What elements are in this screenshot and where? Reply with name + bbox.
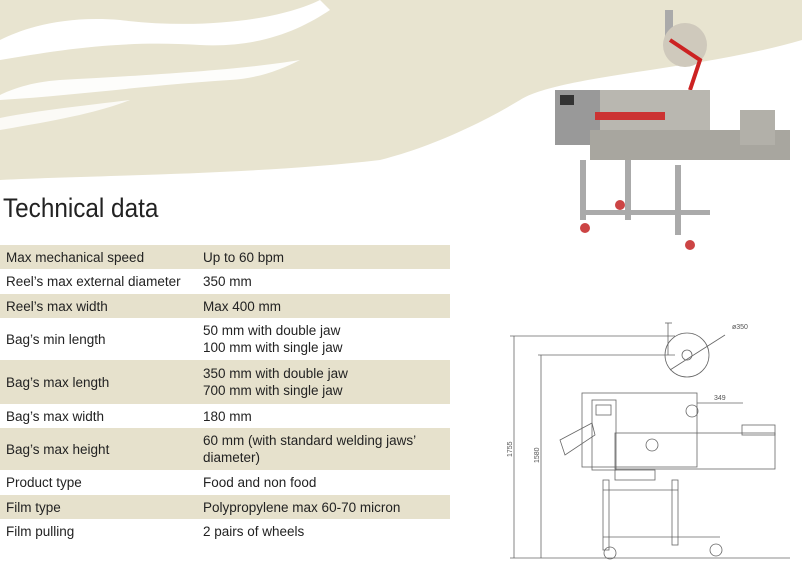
spec-label: Film type — [0, 495, 203, 519]
table-row: Bag’s max width 180 mm — [0, 404, 450, 428]
spec-value-line: 50 mm with double jaw — [203, 323, 341, 338]
spec-value-line: Food and non food — [203, 475, 317, 490]
spec-value: 350 mm with double jaw 700 mm with single… — [203, 360, 450, 404]
spec-value: 2 pairs of wheels — [203, 519, 450, 544]
machine-photo — [555, 10, 790, 250]
spec-label: Bag’s max height — [0, 428, 203, 470]
spec-value: 60 mm (with standard welding jaws’ diamet… — [203, 428, 450, 470]
spec-value: Up to 60 bpm — [203, 245, 450, 269]
spec-label: Bag’s max width — [6, 408, 105, 424]
background-swoosh — [0, 0, 802, 180]
table-row: Product type Food and non food — [0, 470, 450, 495]
spec-value-line: Max 400 mm — [203, 298, 282, 314]
spec-value-line: Up to 60 bpm — [203, 249, 285, 265]
spec-value: 180 mm — [203, 404, 450, 428]
page-title: Technical data — [3, 193, 159, 223]
spec-value: 350 mm — [203, 269, 450, 294]
table-row: Film pulling 2 pairs of wheels — [0, 519, 450, 544]
dim-total-height: 1755 — [507, 441, 514, 457]
spec-value-line: 350 mm with double jaw — [203, 366, 348, 381]
technical-drawing: ø350 349 1755 1580 — [507, 322, 790, 560]
spec-value: 50 mm with double jaw 100 mm with single … — [203, 318, 450, 360]
spec-value-line: 180 mm — [203, 408, 252, 424]
spec-label: Max mechanical speed — [0, 245, 203, 269]
spec-label: Reel’s max width — [0, 294, 203, 318]
spec-label: Film pulling — [6, 524, 75, 539]
spec-value-line: diameter) — [203, 450, 261, 465]
spec-value-line: Polypropylene max 60-70 micron — [203, 499, 401, 515]
table-row: Bag’s min length 50 mm with double jaw 100… — [0, 318, 450, 360]
spec-label: Product type — [6, 475, 82, 490]
spec-value-line: 100 mm with single jaw — [203, 340, 343, 355]
spec-value: Polypropylene max 60-70 micron — [203, 495, 450, 519]
dim-table-height: 1580 — [534, 447, 541, 463]
spec-value-line: 350 mm — [203, 274, 252, 289]
spec-label: Reel’s max external diameter — [6, 274, 181, 289]
dim-reel-diameter: ø350 — [732, 324, 748, 331]
dim-depth: 349 — [714, 395, 726, 402]
table-row: Reel’s max external diameter 350 mm — [0, 269, 450, 294]
spec-label: Bag’s max length — [0, 360, 203, 404]
spec-value: Max 400 mm — [203, 294, 450, 318]
spec-value-line: 2 pairs of wheels — [203, 524, 305, 539]
spec-value: Food and non food — [203, 470, 450, 495]
spec-label: Bag’s min length — [6, 331, 106, 347]
spec-value-line: 700 mm with single jaw — [203, 383, 343, 398]
spec-value-line: 60 mm (with standard welding jaws’ — [203, 433, 417, 448]
